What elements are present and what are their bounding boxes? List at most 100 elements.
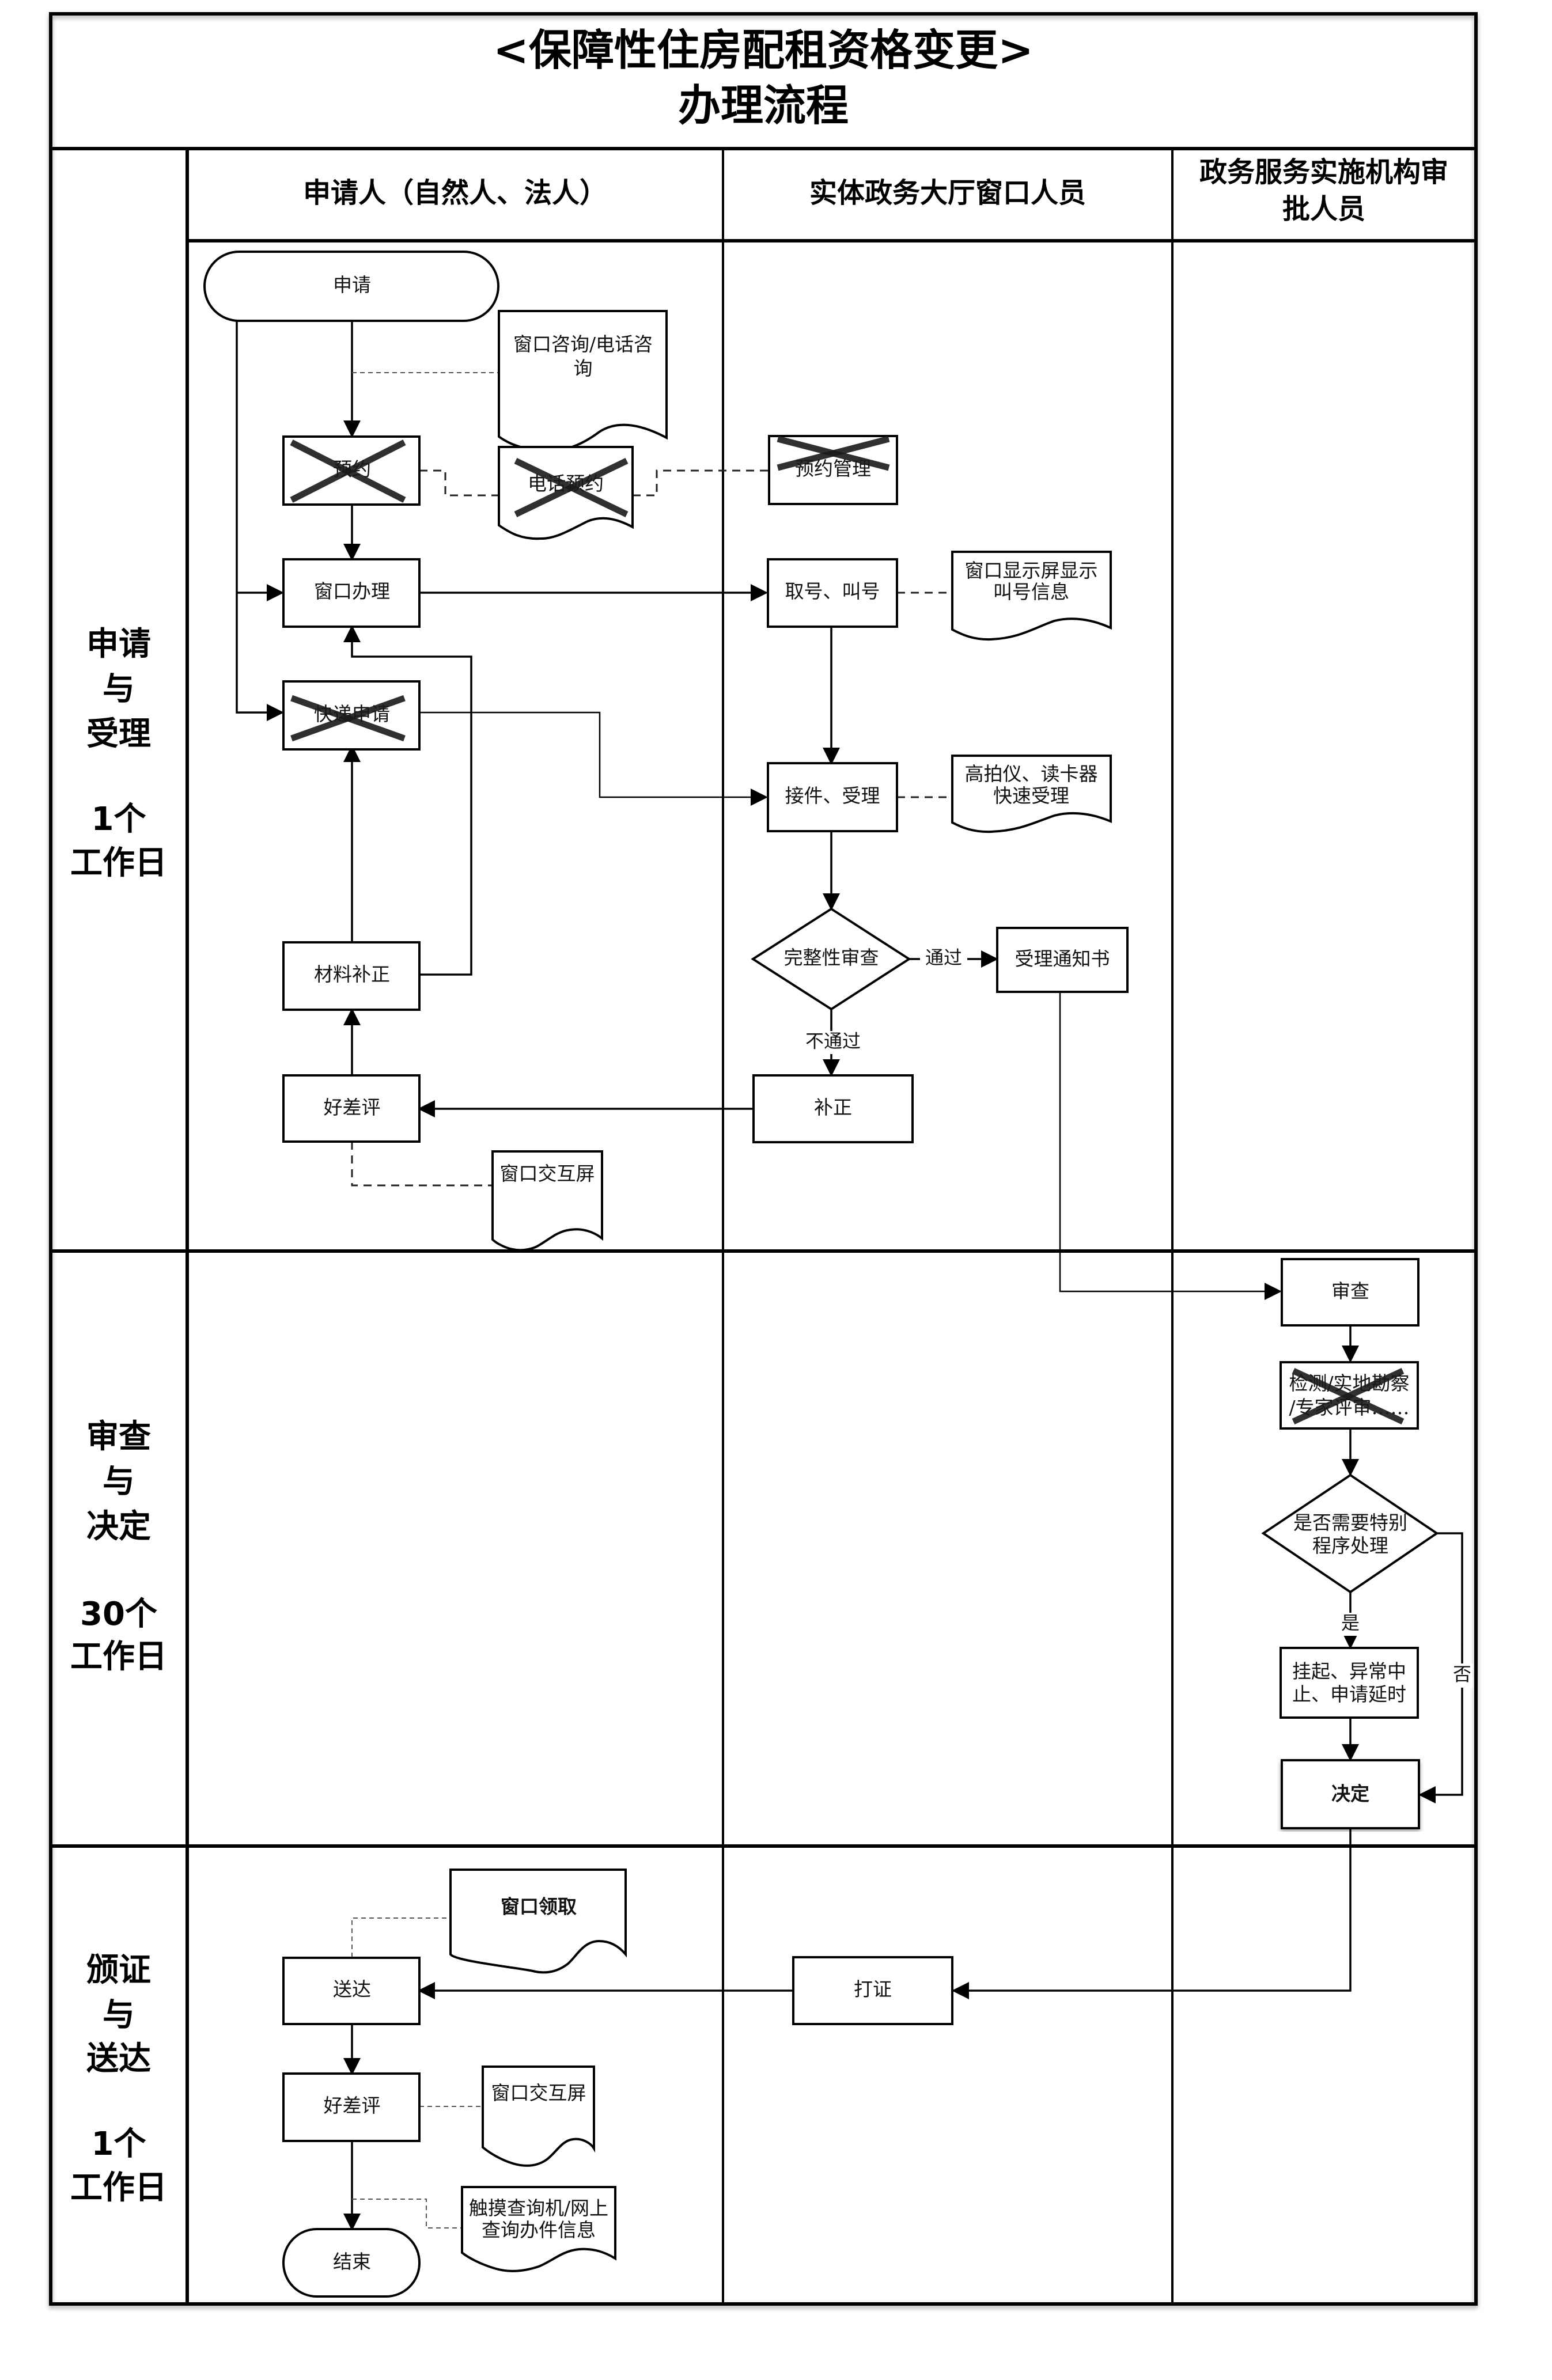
node-receive-accept[interactable]: 接件、受理 xyxy=(767,762,898,832)
node-label: 完整性审查 xyxy=(784,946,879,969)
label-bg xyxy=(1452,1663,1472,1688)
node-scanner-doc[interactable]: 高拍仪、读卡器 快速受理 xyxy=(951,755,1112,833)
node-display-doc[interactable]: 窗口显示屏显示 叫号信息 xyxy=(951,551,1112,641)
node-label: 决定 xyxy=(1331,1783,1369,1805)
node-reserve-manage[interactable]: 预约管理 xyxy=(768,435,898,505)
lane-header-approver-line-1: 政务服务实施机构审 xyxy=(1199,156,1448,188)
phase-text: 受理 xyxy=(86,715,151,753)
node-label: 窗口显示屏显示 xyxy=(965,559,1098,582)
node-inspection[interactable]: 检测/实地勘察 /专家评审…… xyxy=(1280,1361,1419,1430)
phase-label-apply-accept: 申请 与 受理 1个 工作日 xyxy=(70,626,167,882)
assoc-pickup xyxy=(351,1917,451,1957)
node-phone-reserve[interactable]: 电话预约 xyxy=(498,446,634,540)
label-bg xyxy=(802,1031,862,1054)
edge-express-to-receive xyxy=(419,711,768,806)
phase-text: 与 xyxy=(103,1996,135,2034)
node-label: 送达 xyxy=(333,1978,371,2000)
edge-label-yes: 是 xyxy=(1341,1612,1360,1634)
phase-duration: 工作日 xyxy=(70,1638,167,1676)
edge-fix-to-window xyxy=(343,625,472,976)
assoc-query xyxy=(352,2199,461,2229)
node-label: 补正 xyxy=(814,1096,852,1119)
edge-notice-to-review xyxy=(1059,992,1282,1300)
node-label: 打证 xyxy=(854,1978,892,2000)
node-interactive-screen-2[interactable]: 窗口交互屏 xyxy=(482,2066,595,2167)
node-print-cert[interactable]: 打证 xyxy=(792,1956,953,2025)
phase-text: 送达 xyxy=(86,2040,151,2078)
assoc-phone-manage xyxy=(633,469,769,497)
node-label: 程序处理 xyxy=(1312,1534,1388,1557)
cross-out-mark xyxy=(514,458,629,517)
phase-text: 与 xyxy=(103,670,135,708)
node-correction[interactable]: 补正 xyxy=(752,1074,914,1143)
phase-duration: 30个 xyxy=(80,1595,157,1633)
node-window-pickup[interactable]: 窗口领取 xyxy=(449,1869,627,1974)
node-label: 接件、受理 xyxy=(785,785,880,807)
phase-text: 决定 xyxy=(86,1508,151,1545)
phase-text: 申请 xyxy=(86,626,151,663)
node-decision[interactable]: 决定 xyxy=(1281,1759,1420,1829)
node-rating-2[interactable]: 好差评 xyxy=(282,2072,421,2142)
node-label: 结束 xyxy=(333,2250,371,2273)
node-apply[interactable]: 申请 xyxy=(203,251,499,322)
node-label: 窗口领取 xyxy=(501,1896,577,1918)
node-label: 取号、叫号 xyxy=(785,580,880,602)
node-deliver[interactable]: 送达 xyxy=(282,1957,421,2025)
node-label: 好差评 xyxy=(324,1096,381,1119)
node-label: 查询办件信息 xyxy=(482,2219,596,2241)
node-label: 窗口交互屏 xyxy=(500,1162,595,1185)
node-label: 触摸查询机/网上 xyxy=(469,2197,608,2219)
node-label: 快速受理 xyxy=(993,785,1069,807)
page-title: <保障性住房配租资格变更> 办理流程 xyxy=(493,26,1034,131)
node-label: 窗口咨询/电话咨 xyxy=(513,333,653,355)
phase-duration: 1个 xyxy=(92,2125,146,2163)
node-reserve[interactable]: 预约 xyxy=(282,435,421,506)
cross-out-mark xyxy=(290,439,406,503)
node-label: 审查 xyxy=(1331,1280,1369,1302)
node-take-number[interactable]: 取号、叫号 xyxy=(767,558,898,628)
edge-label-no: 否 xyxy=(1453,1663,1471,1685)
edge-decision-to-print xyxy=(952,1828,1352,1999)
edge-label-fail: 不通过 xyxy=(805,1030,861,1052)
node-label: 受理通知书 xyxy=(1015,948,1110,970)
node-label: 询 xyxy=(574,357,593,380)
cross-out-mark xyxy=(290,695,406,742)
phase-label-issue-deliver: 颁证 与 送达 1个 工作日 xyxy=(70,1951,167,2207)
node-material-fix[interactable]: 材料补正 xyxy=(282,941,421,1011)
title-line-1: <保障性住房配租资格变更> xyxy=(493,26,1034,75)
phase-label-review-decide: 审查 与 决定 30个 工作日 xyxy=(70,1418,167,1676)
node-label: 止、申请延时 xyxy=(1292,1683,1406,1706)
edge-label-pass: 通过 xyxy=(925,947,962,969)
node-label: 是否需要特别 xyxy=(1293,1511,1407,1534)
node-label: 叫号信息 xyxy=(993,581,1069,603)
node-express-apply[interactable]: 快递申请 xyxy=(282,680,421,751)
node-acceptance-notice[interactable]: 受理通知书 xyxy=(996,927,1129,993)
node-label: 高拍仪、读卡器 xyxy=(965,763,1098,785)
node-special-procedure[interactable]: 是否需要特别 程序处理 xyxy=(1261,1473,1439,1594)
phase-duration: 工作日 xyxy=(70,844,167,882)
node-consult-doc[interactable]: 窗口咨询/电话咨 询 xyxy=(498,310,668,453)
assoc-screen1 xyxy=(351,1142,491,1187)
lane-header-approver-line-2: 批人员 xyxy=(1282,193,1365,225)
outer-frame xyxy=(49,12,1478,2306)
node-label: 挂起、异常中 xyxy=(1292,1660,1406,1682)
phase-text: 审查 xyxy=(86,1418,151,1456)
node-query-doc[interactable]: 触摸查询机/网上 查询办件信息 xyxy=(461,2186,616,2272)
node-window-handle[interactable]: 窗口办理 xyxy=(282,558,421,628)
phase-text: 颁证 xyxy=(86,1951,151,1989)
node-label: 申请 xyxy=(333,274,371,296)
cross-out-mark xyxy=(777,435,890,471)
phase-text: 与 xyxy=(103,1463,135,1500)
node-suspend[interactable]: 挂起、异常中 止、申请延时 xyxy=(1280,1647,1419,1719)
node-label: 窗口办理 xyxy=(314,580,390,602)
node-review[interactable]: 审查 xyxy=(1281,1258,1419,1327)
node-rating-1[interactable]: 好差评 xyxy=(282,1074,421,1143)
lane-header-applicant: 申请人（自然人、法人） xyxy=(303,177,607,209)
node-interactive-screen-1[interactable]: 窗口交互屏 xyxy=(491,1150,603,1252)
cross-out-mark xyxy=(1292,1368,1405,1424)
node-label: 窗口交互屏 xyxy=(491,2082,586,2104)
node-end[interactable]: 结束 xyxy=(282,2228,421,2298)
phase-duration: 1个 xyxy=(92,801,146,838)
node-completeness-check[interactable]: 完整性审查 xyxy=(751,907,911,1011)
